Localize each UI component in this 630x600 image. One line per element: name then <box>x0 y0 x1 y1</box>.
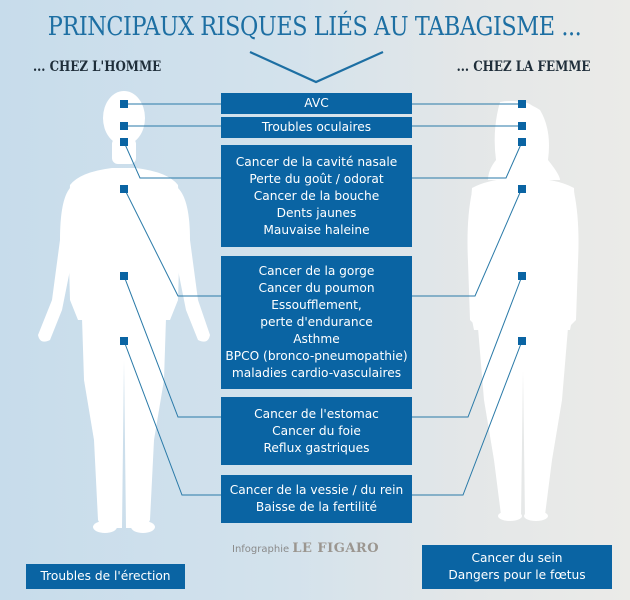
marker-icon <box>120 272 128 280</box>
marker-icon <box>518 138 526 146</box>
female-connector-lines <box>412 103 523 496</box>
risk-text: Essoufflement, <box>271 298 362 312</box>
marker-icon <box>518 122 526 130</box>
risk-text: Asthme <box>293 332 340 346</box>
risk-text: Cancer du foie <box>272 423 361 438</box>
chevron-down-icon <box>249 50 384 84</box>
risk-text: Troubles oculaires <box>261 120 372 134</box>
risk-text: Baisse de la fertilité <box>255 500 378 514</box>
risk-text: Cancer du poumon <box>258 281 375 295</box>
risk-text: Cancer de la cavité nasale <box>235 154 398 169</box>
marker-icon <box>120 138 128 146</box>
risk-text: AVC <box>304 96 329 110</box>
risk-text: Perte du goût / odorat <box>249 171 384 186</box>
marker-icon <box>518 272 526 280</box>
risk-box-male-only: Troubles de l'érection <box>26 564 185 589</box>
risk-box-eyes: Troubles oculaires <box>221 117 412 138</box>
marker-icon <box>518 185 526 193</box>
female-heading: ... CHEZ LA FEMME <box>456 59 590 75</box>
risk-text: Cancer de la vessie / du rein <box>229 483 404 497</box>
risk-text: Reflux gastriques <box>263 440 370 455</box>
marker-icon <box>120 100 128 108</box>
risk-text: Mauvaise haleine <box>263 222 370 237</box>
marker-icon <box>518 100 526 108</box>
credit-prefix: Infographie <box>232 544 290 555</box>
credit: Infographie LE FIGARO <box>232 541 379 556</box>
page-title: PRINCIPAUX RISQUES LIÉS AU TABAGISME ... <box>47 12 582 42</box>
male-heading: ... CHEZ L'HOMME <box>33 59 162 75</box>
marker-icon <box>120 185 128 193</box>
risk-box-pelvis: Cancer de la vessie / du rein Baisse de … <box>221 475 412 523</box>
risk-text: maladies cardio-vasculaires <box>231 366 402 380</box>
risk-box-chest: Cancer de la gorge Cancer du poumon Esso… <box>221 256 412 389</box>
risk-text: BPCO (bronco-pneumopathie) <box>225 349 408 363</box>
risk-text: Cancer de la bouche <box>253 188 380 203</box>
risk-text: Dangers pour le fœtus <box>448 568 586 582</box>
brand-logo: LE FIGARO <box>292 541 380 556</box>
risk-text: Cancer de la gorge <box>258 264 375 278</box>
marker-icon <box>120 337 128 345</box>
risk-box-stomach: Cancer de l'estomac Cancer du foie Reflu… <box>221 397 412 465</box>
female-markers <box>518 100 526 345</box>
marker-icon <box>518 337 526 345</box>
risk-text: Cancer du sein <box>471 551 563 565</box>
male-connector-lines <box>123 103 222 496</box>
male-markers <box>120 100 128 345</box>
risk-text: Cancer de l'estomac <box>254 406 379 421</box>
risk-box-female-only: Cancer du sein Dangers pour le fœtus <box>422 545 612 589</box>
risk-box-head: Cancer de la cavité nasale Perte du goût… <box>221 145 412 247</box>
risk-text: Troubles de l'érection <box>40 569 171 583</box>
female-silhouette <box>467 101 579 521</box>
risk-text: perte d'endurance <box>260 315 373 329</box>
risk-box-avc: AVC <box>221 93 412 114</box>
risk-text: Dents jaunes <box>276 205 357 220</box>
male-silhouette <box>38 91 210 533</box>
marker-icon <box>120 122 128 130</box>
